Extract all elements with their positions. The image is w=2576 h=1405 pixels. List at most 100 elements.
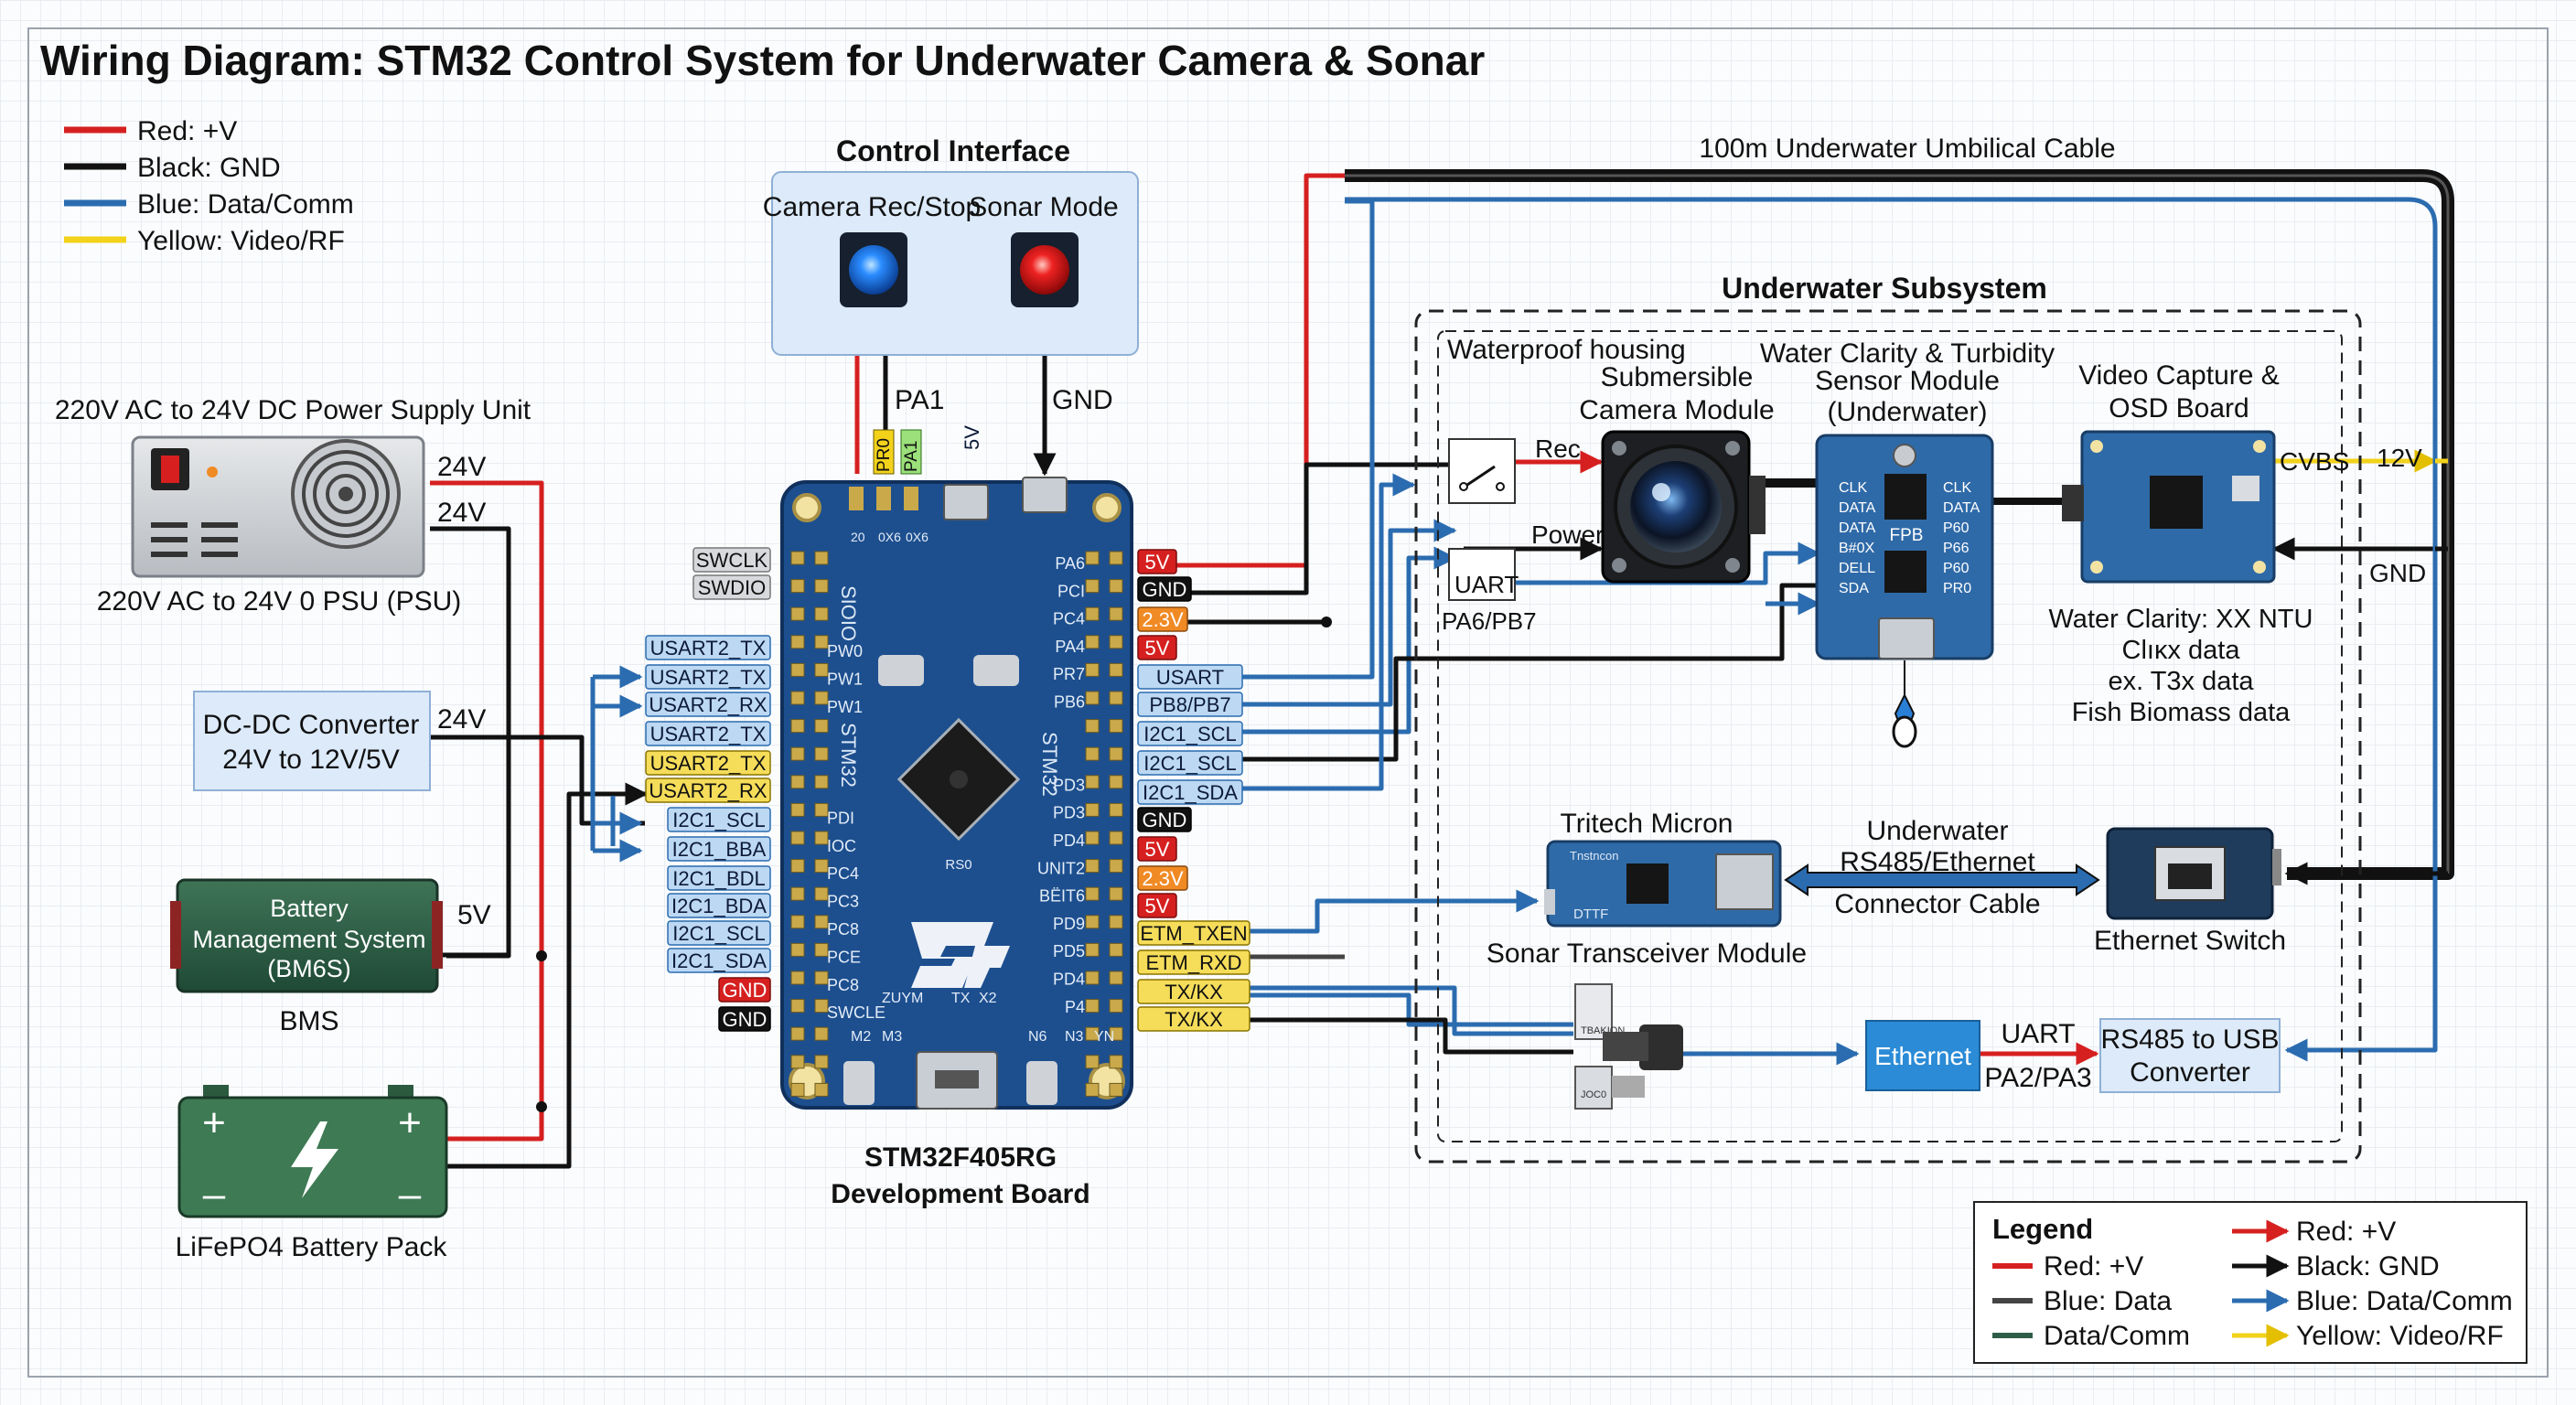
header-pins bbox=[790, 487, 1123, 1097]
silk-right: STM32 bbox=[1038, 732, 1061, 797]
button2-label: Sonar Mode bbox=[969, 192, 1118, 222]
sensor-chip-label: FPB bbox=[1890, 526, 1924, 545]
header-pin bbox=[1109, 775, 1123, 789]
pin-label-i2c1-bdl: I2C1_BDL bbox=[667, 865, 771, 891]
header-pin bbox=[790, 746, 805, 761]
rs485-converter: RS485 to USB Converter bbox=[2099, 1018, 2281, 1093]
lightning-icon bbox=[291, 1121, 338, 1198]
header-pin bbox=[790, 999, 805, 1014]
reading-4: Fish Biomass data bbox=[2072, 698, 2291, 727]
header-pin bbox=[790, 859, 805, 874]
sensor-title-1: Water Clarity & Turbidity bbox=[1760, 338, 2055, 369]
top-header-pin bbox=[876, 487, 891, 510]
pin-label-i2c1-sda: I2C1_SDA bbox=[1137, 779, 1243, 805]
header-pin bbox=[790, 802, 805, 817]
rs485-line2: Converter bbox=[2130, 1057, 2250, 1088]
uart2-label: UART bbox=[2001, 1019, 2075, 1049]
silk-pin: PD3 bbox=[1053, 804, 1085, 822]
pin-label-etm-txen: ETM_TXEN bbox=[1137, 920, 1250, 946]
sensor-pin: CLK bbox=[1839, 480, 1867, 496]
switch-label: Ethernet Switch bbox=[2094, 926, 2286, 956]
camera-label-1: Submersible bbox=[1601, 362, 1754, 392]
header-pin bbox=[790, 1055, 805, 1069]
header-pin bbox=[1109, 942, 1123, 957]
header-pin bbox=[814, 719, 829, 734]
silk-pin: PD9 bbox=[1053, 915, 1085, 933]
sensor-pin: P66 bbox=[1943, 541, 1970, 556]
sensor-pin: P60 bbox=[1943, 561, 1970, 576]
svg-text:ETM_TXEN: ETM_TXEN bbox=[1140, 922, 1247, 945]
header-pin bbox=[814, 915, 829, 929]
svg-text:GND: GND bbox=[1143, 809, 1187, 831]
header-pin bbox=[790, 915, 805, 929]
silk-pin: PCE bbox=[827, 948, 861, 966]
dcdc-out: 24V bbox=[437, 704, 486, 735]
header-pin bbox=[1085, 942, 1100, 957]
dcdc-line1: DC-DC Converter bbox=[203, 710, 420, 740]
header-pin bbox=[1085, 1055, 1100, 1069]
legend-red: Red: +V bbox=[137, 116, 237, 146]
svg-text:I2C1_SCL: I2C1_SCL bbox=[1143, 723, 1237, 745]
header-pin bbox=[1109, 1055, 1123, 1069]
underwater-title: Underwater Subsystem bbox=[1722, 272, 2047, 305]
battery-label: LiFePO4 Battery Pack bbox=[176, 1232, 448, 1262]
silk-pin: PC8 bbox=[827, 920, 859, 938]
diagram-title: Wiring Diagram: STM32 Control System for… bbox=[40, 37, 1485, 84]
pin-label-i2c1-scl: I2C1_SCL bbox=[1137, 750, 1243, 776]
pin-label-i2c1-scl: I2C1_SCL bbox=[667, 920, 771, 946]
svg-text:5V: 5V bbox=[1145, 895, 1170, 917]
header-pin bbox=[1085, 859, 1100, 874]
svg-text:I2C1_BBA: I2C1_BBA bbox=[672, 838, 767, 861]
sonar-silk-1: Tnstncon bbox=[1570, 849, 1618, 863]
header-pin bbox=[1085, 775, 1100, 789]
silk-pin: PB6 bbox=[1054, 693, 1085, 712]
rs485-cable-arrow bbox=[1784, 863, 2100, 896]
mcu-chip bbox=[896, 717, 1021, 842]
wire-5v-umbilical bbox=[1171, 173, 1345, 568]
pin-label-usart2-rx: USART2_RX bbox=[645, 778, 771, 803]
pin-label-usart2-tx: USART2_TX bbox=[645, 750, 771, 776]
sensor-pin: SDA bbox=[1839, 581, 1869, 596]
legend-col2-4: Yellow: Video/RF bbox=[2296, 1321, 2504, 1351]
header-pin bbox=[1109, 691, 1123, 705]
header-pin bbox=[1085, 746, 1100, 761]
pin-label-tx-kx: TX/KX bbox=[1137, 1006, 1250, 1032]
rec-switch[interactable] bbox=[1448, 438, 1516, 504]
top-header-pin bbox=[849, 487, 864, 510]
sonar-mode-button[interactable] bbox=[1011, 232, 1079, 307]
sensor-pin: B#0X bbox=[1839, 541, 1874, 556]
legend-blue: Blue: Data/Comm bbox=[137, 189, 354, 220]
left-pin-labels: SWCLKSWDIOUSART2_TXUSART2_TXUSART2_RXUSA… bbox=[645, 547, 771, 1032]
silk-pin: PA6 bbox=[1055, 554, 1085, 573]
wire-battery-gnd bbox=[446, 782, 649, 1169]
pin-label-i2c1-bba: I2C1_BBA bbox=[667, 836, 771, 862]
sensor-pin: DELL bbox=[1839, 561, 1875, 576]
rs485-line1: RS485 to USB bbox=[2100, 1024, 2279, 1055]
conn-tag-2: JOC0 bbox=[1581, 1089, 1606, 1100]
svg-text:USART2_RX: USART2_RX bbox=[649, 693, 767, 716]
header-pin bbox=[814, 999, 829, 1014]
uart-pins-label: PA6/PB7 bbox=[1442, 607, 1537, 635]
wire-psu-24v-red bbox=[430, 480, 544, 1142]
top-header-pin bbox=[904, 487, 918, 510]
psu-out2: 24V bbox=[437, 498, 486, 528]
v12-label: 12V bbox=[2377, 444, 2422, 472]
lifepo4-battery: + + – – LiFePO4 Battery Pack bbox=[176, 1085, 448, 1262]
video-title-2: OSD Board bbox=[2109, 393, 2249, 424]
umbilical-label: 100m Underwater Umbilical Cable bbox=[1699, 134, 2115, 164]
bms-line1: Battery bbox=[270, 895, 349, 922]
silk-pin: PD4 bbox=[1053, 831, 1085, 850]
camera-module bbox=[1601, 430, 1766, 584]
header-pin bbox=[1109, 746, 1123, 761]
svg-text:PB8/PB7: PB8/PB7 bbox=[1149, 693, 1230, 716]
right-pin-labels: 5VGND2.3V5VUSARTPB8/PB7I2C1_SCLI2C1_SCLI… bbox=[1137, 549, 1250, 1032]
sonar-title: Tritech Micron bbox=[1561, 809, 1733, 839]
silk-bottom: N3 bbox=[1065, 1029, 1084, 1045]
header-pin bbox=[814, 662, 829, 677]
sonar-label: Sonar Transceiver Module bbox=[1487, 938, 1807, 969]
sensor-pin: PR0 bbox=[1943, 581, 1971, 596]
camera-rec-button[interactable] bbox=[840, 232, 907, 307]
psu-out1: 24V bbox=[437, 452, 486, 482]
svg-text:USART2_TX: USART2_TX bbox=[650, 752, 767, 775]
header-pin bbox=[814, 551, 829, 565]
